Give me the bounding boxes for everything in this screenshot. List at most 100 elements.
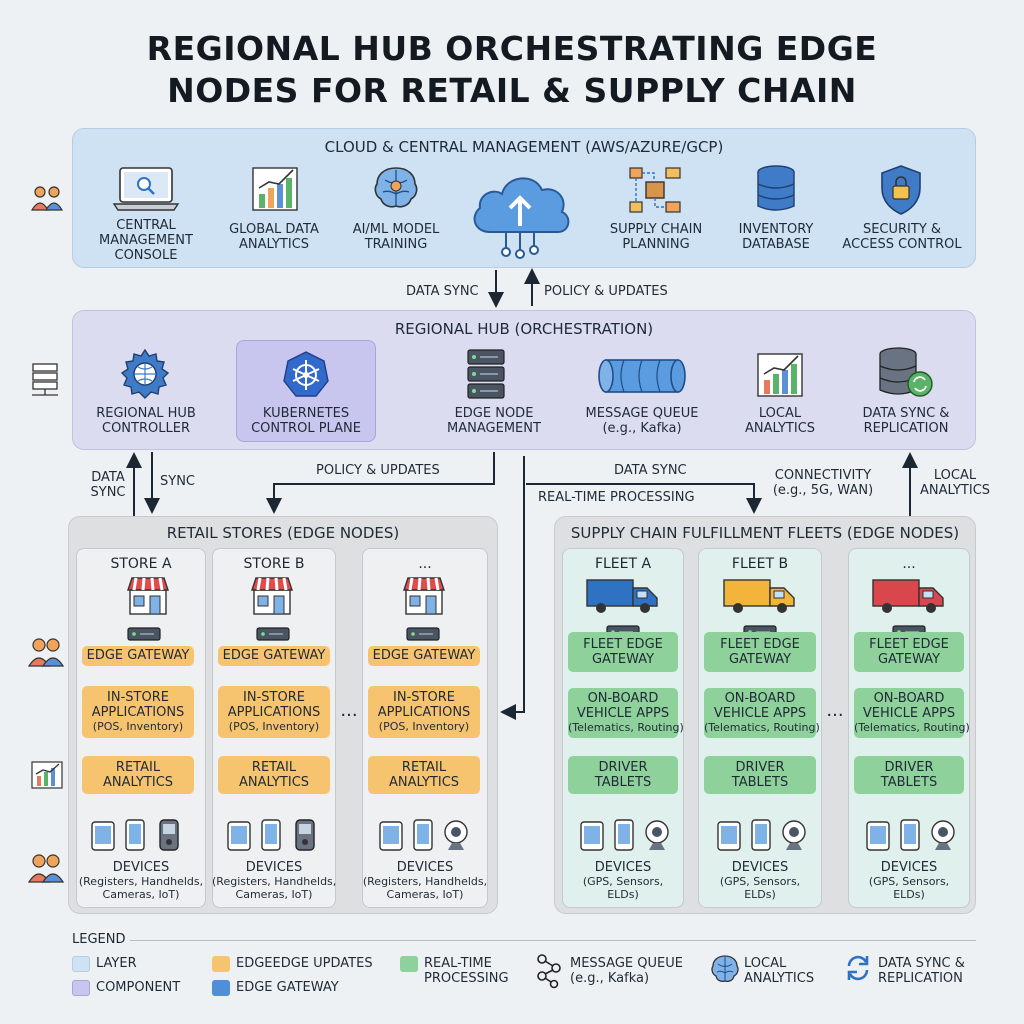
legend-swatch-component <box>72 980 90 996</box>
devices-icon <box>580 819 669 851</box>
devices-label: DEVICES(GPS, Sensors,ELDs) <box>582 860 664 901</box>
devices-label: DEVICES(GPS, Sensors,ELDs) <box>719 860 801 901</box>
legend-label-layer: LAYER <box>96 956 137 971</box>
database-icon <box>757 165 795 211</box>
cloud-layer-title: CLOUD & CENTRAL MANAGEMENT (AWS/AZURE/GC… <box>324 138 724 156</box>
shield-lock-icon <box>881 165 921 215</box>
store-name: STORE B <box>243 556 305 572</box>
storefront-icon <box>251 577 293 615</box>
data-sync-replication-label: DATA SYNC &REPLICATION <box>862 406 950 436</box>
message-queue-label: MESSAGE QUEUE(e.g., Kafka) <box>585 406 699 436</box>
edge-gateway-box: EDGE GATEWAY <box>218 646 330 666</box>
brain-icon <box>711 955 739 982</box>
store-name: STORE A <box>110 556 172 572</box>
kubernetes-icon <box>283 351 329 397</box>
fleet-name: FLEET A <box>594 556 652 572</box>
legend-swatch-real-time <box>400 956 418 972</box>
ellipsis: ... <box>826 700 844 721</box>
legend-label-edge-gateway: EDGE GATEWAY <box>236 980 339 995</box>
brain-icon <box>374 167 418 208</box>
gateway-device-icon <box>256 627 290 641</box>
legend-swatch-layer <box>72 956 90 972</box>
people-icon <box>27 638 65 667</box>
gateway-device-icon <box>127 627 161 641</box>
title-line-2: NODES FOR RETAIL & SUPPLY CHAIN <box>167 71 857 110</box>
retail-stores-title: RETAIL STORES (EDGE NODES) <box>166 524 400 542</box>
data-sync-label: DATA SYNC <box>406 284 479 299</box>
storefront-icon <box>403 577 445 615</box>
truck-icon <box>872 579 944 613</box>
legend-divider <box>130 940 976 941</box>
fleets-title: SUPPLY CHAIN FULFILLMENT FLEETS (EDGE NO… <box>570 524 960 542</box>
title-line-1: REGIONAL HUB ORCHESTRATING EDGE <box>146 29 878 68</box>
diagram-title: REGIONAL HUB ORCHESTRATING EDGE NODES FO… <box>0 28 1024 112</box>
truck-icon <box>723 579 795 613</box>
people-icon <box>27 854 65 883</box>
network-icon <box>537 954 561 989</box>
bar-chart-icon <box>31 761 63 789</box>
legend-title: LEGEND <box>72 932 126 947</box>
regional-hub-title: REGIONAL HUB (ORCHESTRATION) <box>394 320 654 338</box>
gear-globe-icon <box>120 348 170 399</box>
devices-label: DEVICES(Registers, Handhelds,Cameras, Io… <box>78 860 204 901</box>
sync-icon <box>847 955 869 981</box>
legend-swatch-edge-updates <box>212 956 230 972</box>
policy-updates-label: POLICY & UPDATES <box>544 284 668 299</box>
edge-gateway-box: EDGE GATEWAY <box>368 646 480 666</box>
legend-label-edge-updates: EDGEEDGE UPDATES <box>236 956 373 971</box>
devices-icon <box>866 819 955 851</box>
people-icon <box>30 186 64 211</box>
data-sync-edge-label: DATA SYNC <box>614 463 687 478</box>
edge-gateway-box: EDGE GATEWAY <box>82 646 194 666</box>
devices-label: DEVICES(GPS, Sensors,ELDs) <box>868 860 950 901</box>
fleet-name: FLEET B <box>731 556 789 572</box>
truck-icon <box>586 579 658 613</box>
regional-hub-layer <box>72 310 976 450</box>
server-icon <box>467 349 505 399</box>
devices-icon <box>227 819 315 851</box>
devices-label: DEVICES(Registers, Handhelds,Cameras, Io… <box>362 860 488 901</box>
connectivity-label: CONNECTIVITY(e.g., 5G, WAN) <box>772 468 874 498</box>
laptop-search-icon <box>112 167 180 211</box>
cloud-upload-icon <box>473 177 570 259</box>
ellipsis: ... <box>340 700 358 721</box>
policy-updates-edge-label: POLICY & UPDATES <box>316 463 440 478</box>
legend-label-message-queue: MESSAGE QUEUE(e.g., Kafka) <box>570 956 683 986</box>
bar-chart-icon <box>252 167 298 211</box>
store-name: ... <box>418 556 432 572</box>
fleet-name: ... <box>902 556 916 572</box>
devices-label: DEVICES(Registers, Handhelds,Cameras, Io… <box>212 860 337 901</box>
gateway-device-icon <box>406 627 440 641</box>
storefront-icon <box>127 577 169 615</box>
database-sync-icon <box>879 347 933 397</box>
devices-icon <box>379 819 468 851</box>
network-server-icon <box>32 363 58 396</box>
bar-chart-icon <box>757 353 803 397</box>
pipe-icon <box>598 359 686 393</box>
